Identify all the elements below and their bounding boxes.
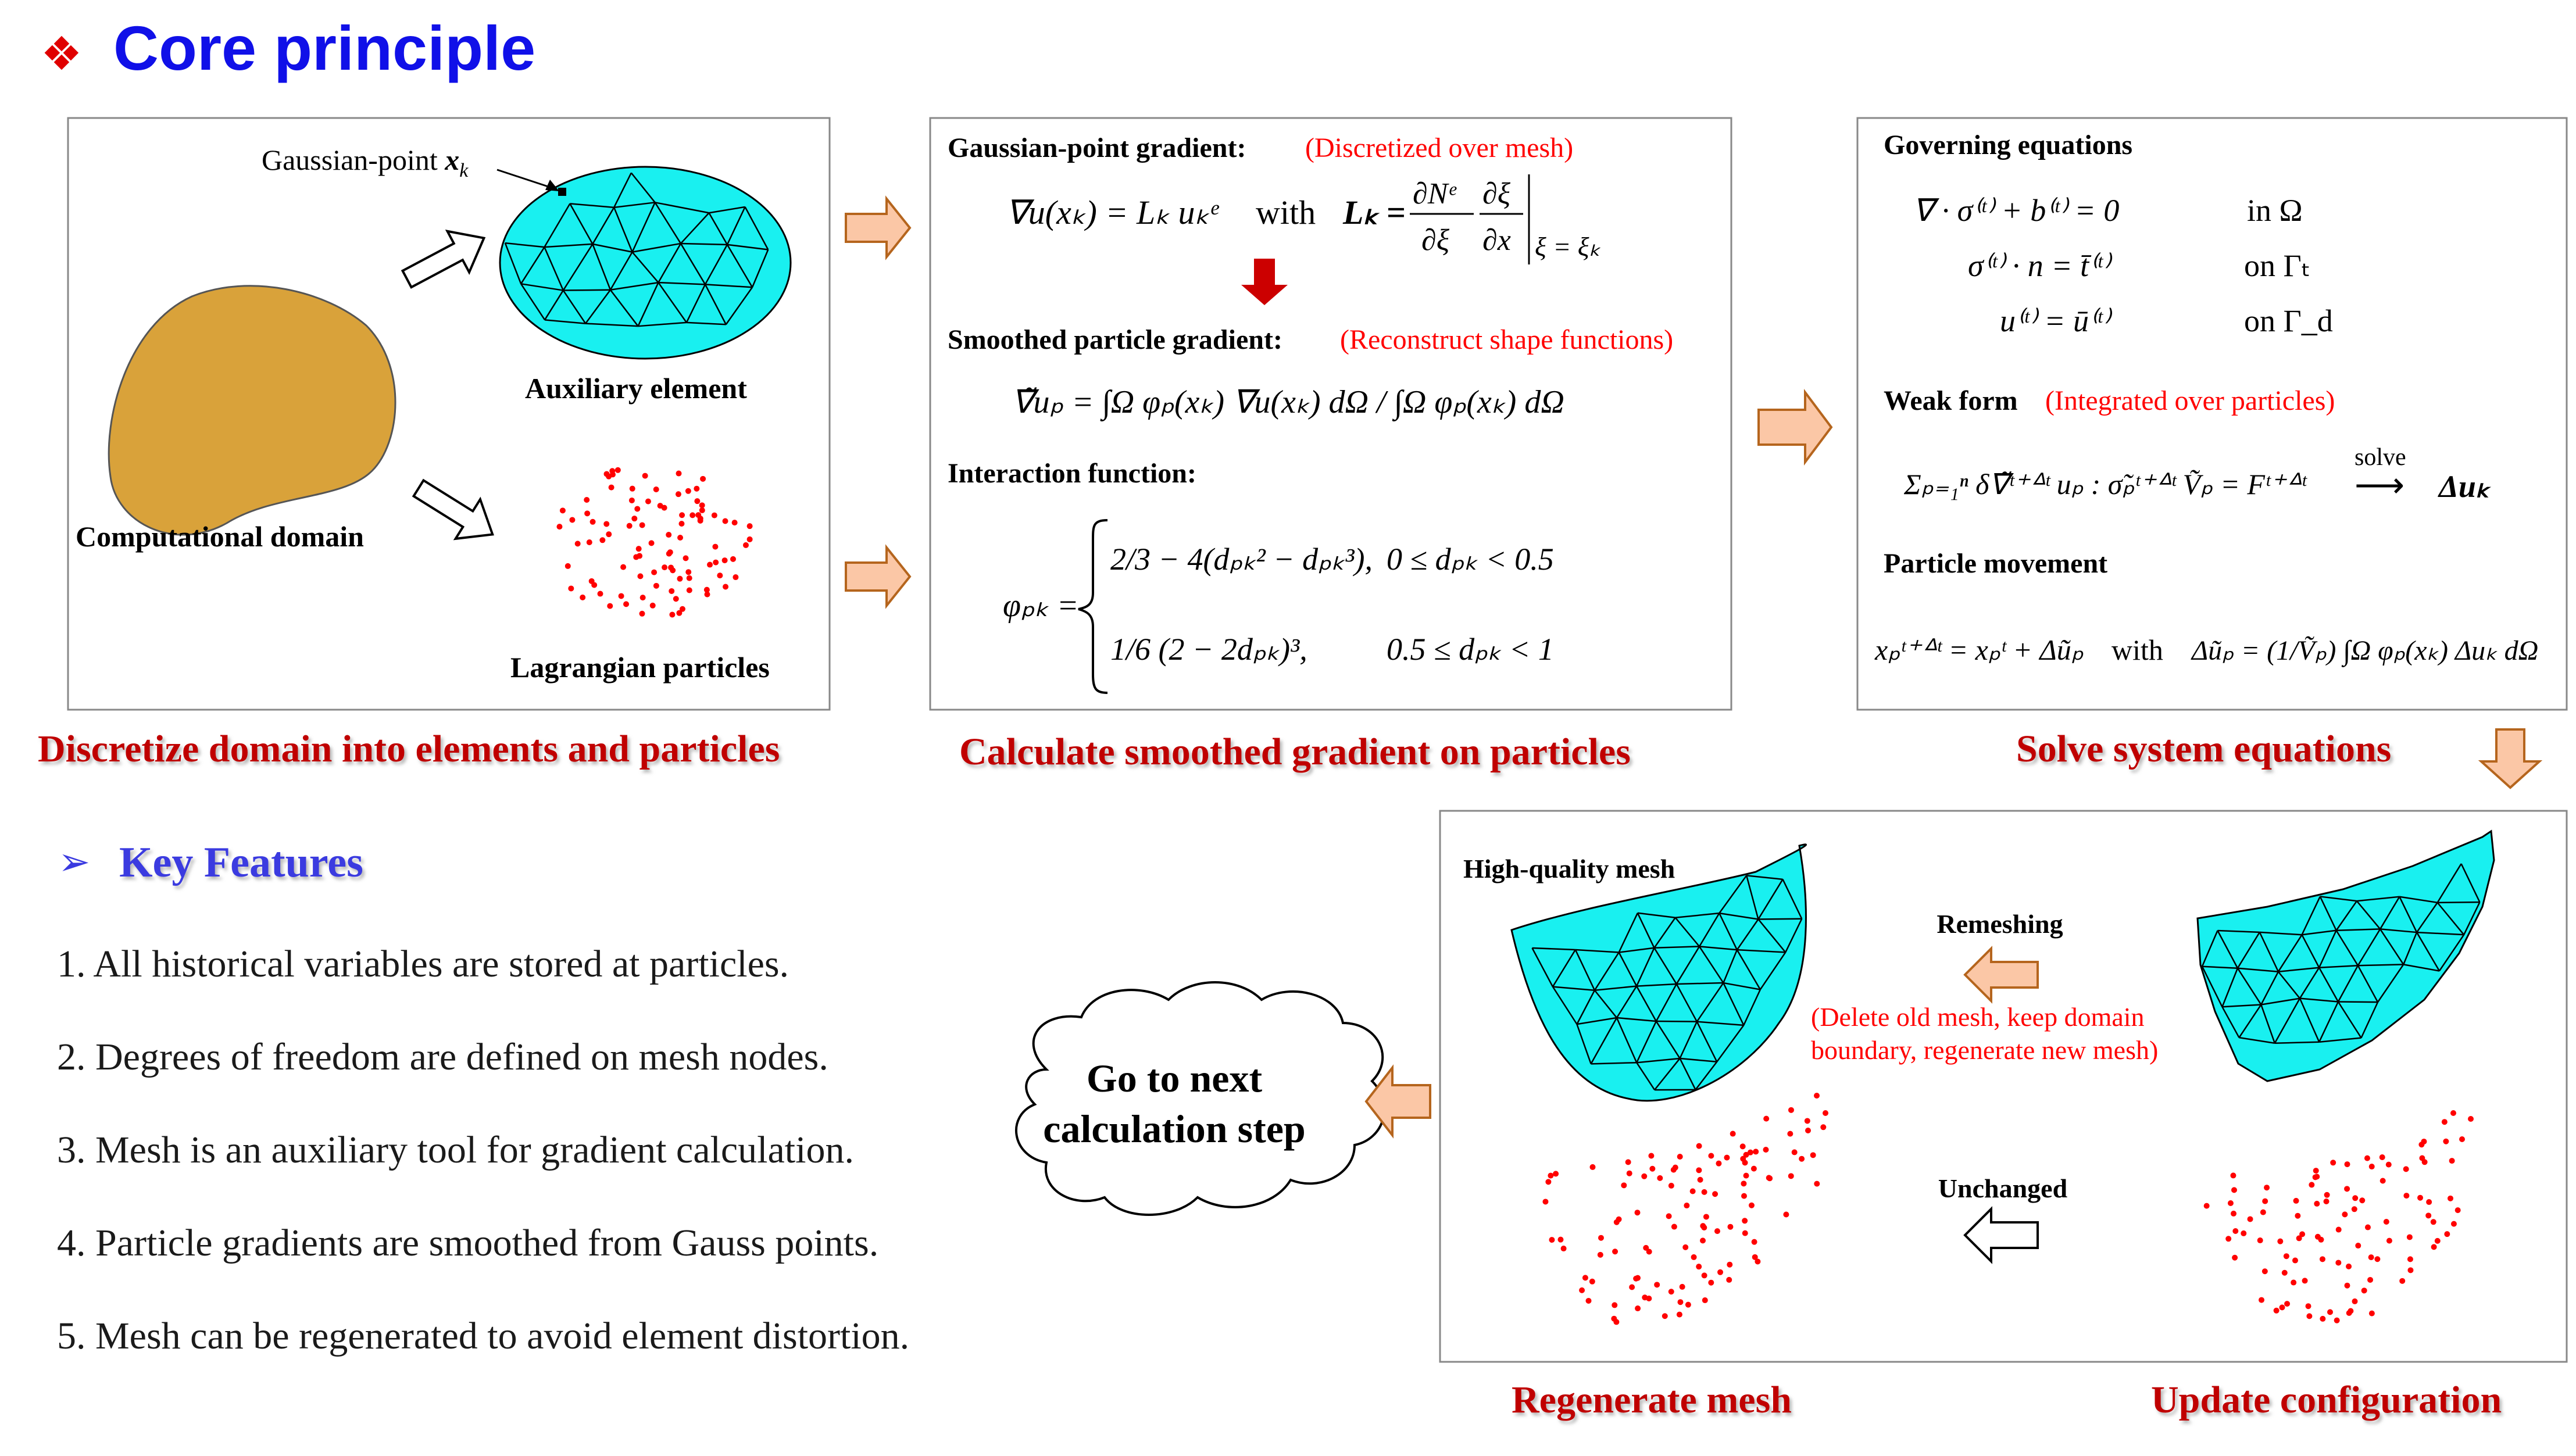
lagrangian-particles-label: Lagrangian particles	[510, 651, 770, 684]
gp-eval-at: ξ = ξₖ	[1535, 232, 1600, 262]
caption-solve: Solve system equations	[2016, 728, 2391, 770]
governing-eq1: ∇ · σ⁽ᵗ⁾ + b⁽ᵗ⁾ = 0	[1913, 193, 2119, 228]
remesh-label: Remeshing	[1937, 909, 2063, 939]
interaction-function-title: Interaction function:	[948, 458, 1196, 489]
governing-eq3: u⁽ᵗ⁾ = ū⁽ᵗ⁾	[2000, 303, 2112, 338]
governing-dom2: on Γₜ	[2244, 248, 2311, 283]
governing-title: Governing equations	[1884, 130, 2132, 160]
solve-arrow-icon: ⟶	[2355, 466, 2404, 505]
sp-gradient-note: (Reconstruct shape functions)	[1340, 324, 1673, 355]
gp-L-lhs: Lₖ =	[1342, 194, 1406, 231]
gp-frac1-num: ∂Nᵉ	[1413, 177, 1457, 210]
governing-eq2: σ⁽ᵗ⁾ · n = t̄⁽ᵗ⁾	[1968, 248, 2113, 283]
arrow-right-icon	[846, 548, 910, 606]
gp-frac2-den: ∂x	[1482, 224, 1511, 257]
next-step-cloud: Go to next calculation step	[1016, 982, 1384, 1215]
interaction-cond2: 0.5 ≤ dₚₖ < 1	[1387, 632, 1554, 667]
sp-gradient-title: Smoothed particle gradient:	[948, 324, 1282, 355]
remesh-note-2: boundary, regenerate new mesh)	[1811, 1035, 2158, 1065]
gp-frac1-den: ∂ξ	[1421, 224, 1450, 257]
gp-with-word: with	[1256, 194, 1316, 231]
gauss-point-label: Gaussian-point xk	[262, 144, 469, 181]
weak-form-title: Weak form	[1884, 385, 2018, 416]
feature-item: 2. Degrees of freedom are defined on mes…	[57, 1036, 828, 1078]
gauss-point-marker	[558, 188, 566, 196]
gp-gradient-note: (Discretized over mesh)	[1305, 133, 1573, 163]
page-title: Core principle	[113, 13, 535, 83]
caption-update: Update configuration	[2151, 1379, 2502, 1421]
caption-smoothed-gradient: Calculate smoothed gradient on particles	[959, 731, 1631, 773]
arrow-right-icon	[1759, 392, 1831, 462]
cloud-line1: Go to next	[1087, 1056, 1263, 1100]
remesh-note-1: (Delete old mesh, keep domain	[1811, 1002, 2145, 1032]
panel-smoothed-gradient: Gaussian-point gradient: (Discretized ov…	[930, 118, 1731, 710]
auxiliary-element-mesh	[500, 167, 791, 359]
gp-gradient-equation: ∇u(xₖ) = Lₖ uₖᵉ	[1006, 194, 1219, 231]
feature-item: 5. Mesh can be regenerated to avoid elem…	[57, 1315, 909, 1357]
governing-dom3: on Γ_d	[2244, 303, 2333, 338]
particle-movement-eq: xₚᵗ⁺ᐞᵗ = xₚᵗ + Δũₚ	[1874, 634, 2084, 666]
arrow-down-icon	[2481, 729, 2539, 788]
interaction-case2: 1/6 (2 − 2dₚₖ)³,	[1110, 632, 1307, 667]
arrow-right-icon	[846, 199, 910, 257]
interaction-cond1: 0 ≤ dₚₖ < 0.5	[1387, 542, 1554, 577]
feature-item: 3. Mesh is an auxiliary tool for gradien…	[57, 1129, 854, 1171]
particle-movement-title: Particle movement	[1884, 548, 2107, 579]
panel-solve: Governing equations ∇ · σ⁽ᵗ⁾ + b⁽ᵗ⁾ = 0 …	[1857, 118, 2567, 710]
interaction-lhs: φₚₖ =	[1003, 588, 1079, 624]
particle-movement-eq2: Δũₚ = (1/Ṽₚ) ∫Ω φₚ(xₖ) Δuₖ dΩ	[2191, 635, 2538, 667]
panel-remesh: High-quality mesh Remeshing (Delete old …	[1440, 811, 2567, 1362]
gp-frac2-num: ∂ξ	[1482, 177, 1511, 210]
particle-movement-with: with	[2111, 634, 2163, 666]
interaction-case1: 2/3 − 4(dₚₖ² − dₚₖ³),	[1110, 542, 1373, 577]
auxiliary-element-label: Auxiliary element	[525, 372, 747, 405]
features-title: Key Features	[119, 839, 363, 886]
cloud-line2: calculation step	[1043, 1107, 1305, 1151]
governing-dom1: in Ω	[2247, 193, 2303, 228]
hq-mesh-label: High-quality mesh	[1463, 854, 1675, 883]
sp-gradient-equation: ∇̃uₚ = ∫Ω φₚ(xₖ) ∇u(xₖ) dΩ / ∫Ω φₚ(xₖ) d…	[1012, 384, 1564, 422]
feature-item: 4. Particle gradients are smoothed from …	[57, 1222, 878, 1264]
feature-item: 1. All historical variables are stored a…	[57, 943, 789, 985]
panel-discretize: Gaussian-point xk Auxiliary element Comp…	[68, 118, 830, 710]
gp-gradient-title: Gaussian-point gradient:	[948, 133, 1246, 163]
title-bullet-icon: ❖	[41, 27, 83, 81]
unchanged-label: Unchanged	[1938, 1174, 2068, 1203]
caption-regenerate: Regenerate mesh	[1512, 1379, 1792, 1421]
weak-form-note: (Integrated over particles)	[2045, 385, 2335, 416]
features-arrow-icon: ➢	[58, 839, 90, 884]
weak-form-result: Δuₖ	[2438, 469, 2492, 504]
weak-form-equation: Σₚ₌₁ⁿ δ∇̃ᵗ⁺ᐞᵗ uₚ : σ̃ₚᵗ⁺ᐞᵗ Ṽₚ = Fᵗ⁺ᐞᵗ	[1903, 468, 2307, 500]
computational-domain-label: Computational domain	[76, 520, 364, 553]
caption-discretize: Discretize domain into elements and part…	[38, 728, 780, 770]
features-list: 1. All historical variables are stored a…	[57, 943, 909, 1357]
